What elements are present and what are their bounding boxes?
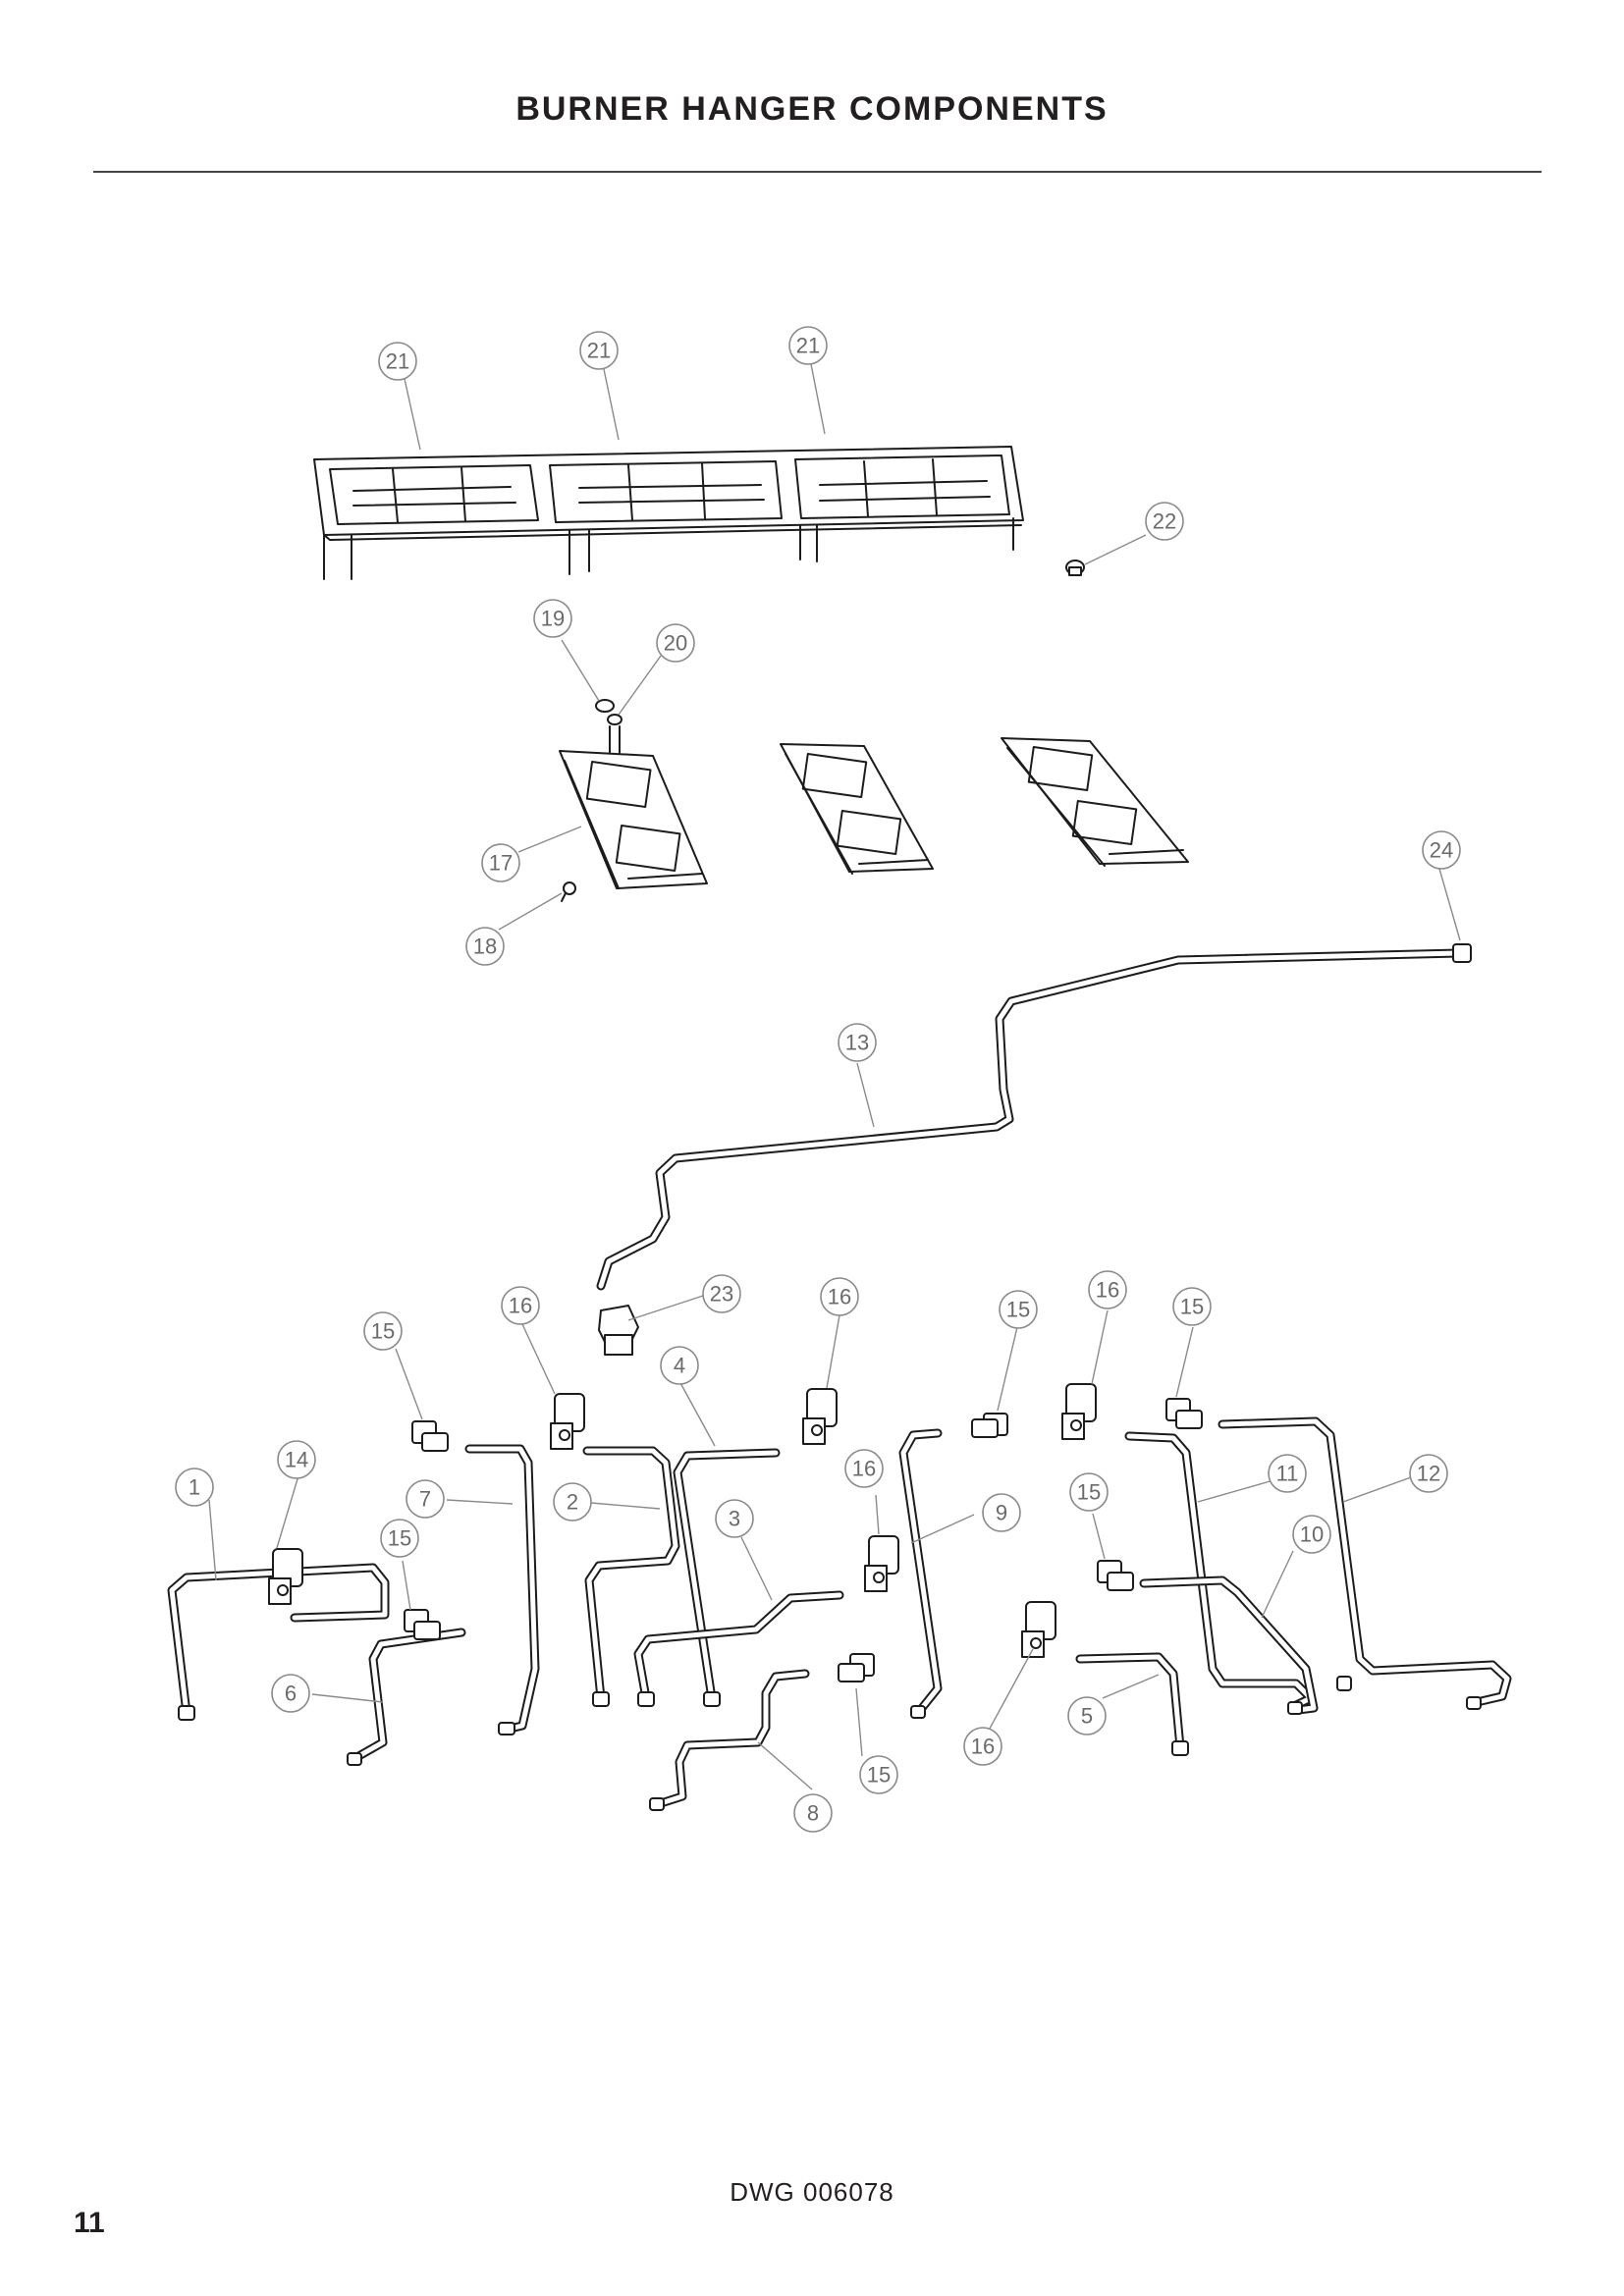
callout-number: 3 — [729, 1507, 740, 1531]
callout-number: 22 — [1153, 509, 1176, 534]
callout-17: 17 — [481, 843, 520, 882]
callout-21-middle: 21 — [579, 331, 619, 370]
callout-number: 23 — [710, 1282, 733, 1307]
callout-3: 3 — [715, 1499, 754, 1538]
callout-number: 19 — [541, 607, 565, 631]
callout-number: 15 — [388, 1526, 411, 1551]
inlet-fitting — [598, 1305, 639, 1356]
callout-number: 5 — [1081, 1704, 1093, 1729]
callout-21-right: 21 — [788, 326, 828, 365]
callout-number: 10 — [1300, 1522, 1324, 1547]
callout-number: 12 — [1417, 1462, 1440, 1486]
callout-number: 24 — [1430, 838, 1453, 863]
callout-13: 13 — [838, 1023, 877, 1062]
callout-22: 22 — [1145, 502, 1184, 541]
callout-number: 21 — [587, 339, 611, 363]
callout-21-left: 21 — [378, 342, 417, 381]
callout-number: 16 — [828, 1285, 851, 1309]
callout-15-c: 15 — [1172, 1287, 1212, 1326]
leader-lines — [208, 363, 1461, 1790]
callout-number: 2 — [567, 1490, 578, 1515]
callout-15-e: 15 — [380, 1519, 419, 1558]
grate-assembly — [313, 446, 1024, 580]
elbow-fittings — [404, 1398, 1203, 1682]
callout-number: 14 — [285, 1448, 308, 1472]
callout-number: 21 — [386, 349, 409, 374]
callout-number: 20 — [664, 631, 687, 656]
callout-9: 9 — [982, 1493, 1021, 1532]
main-gas-tube — [596, 943, 1472, 1291]
callout-15-a: 15 — [363, 1311, 403, 1351]
callout-number: 16 — [852, 1457, 876, 1481]
callout-16-b: 16 — [820, 1277, 859, 1316]
callout-1: 1 — [175, 1468, 214, 1507]
callout-number: 16 — [971, 1735, 995, 1759]
callout-16-a: 16 — [501, 1286, 540, 1325]
callout-14: 14 — [277, 1440, 316, 1479]
callout-10: 10 — [1292, 1515, 1331, 1554]
callout-16-e: 16 — [963, 1727, 1002, 1766]
page-number: 11 — [74, 2207, 105, 2239]
callout-7: 7 — [406, 1479, 445, 1519]
burner-hanger-middle — [780, 743, 934, 875]
page-title: BURNER HANGER COMPONENTS — [515, 90, 1109, 128]
callout-11: 11 — [1268, 1454, 1307, 1493]
title-rule — [93, 171, 1542, 173]
callout-number: 15 — [1180, 1295, 1204, 1319]
callout-number: 11 — [1276, 1462, 1299, 1486]
callout-number: 16 — [509, 1294, 532, 1318]
callout-6: 6 — [271, 1674, 310, 1713]
callout-15-b: 15 — [999, 1290, 1038, 1329]
callout-15-f: 15 — [859, 1755, 898, 1794]
drawing-number: DWG 006078 — [730, 2177, 894, 2207]
callout-number: 15 — [1006, 1298, 1030, 1322]
callout-number: 15 — [371, 1319, 395, 1344]
callout-5: 5 — [1067, 1696, 1107, 1735]
callout-number: 18 — [473, 934, 497, 959]
burner-tubes — [167, 1416, 1512, 1809]
callout-number: 9 — [996, 1501, 1007, 1525]
orifice-holders — [268, 1383, 1097, 1658]
callout-number: 6 — [285, 1682, 297, 1706]
callout-number: 16 — [1096, 1278, 1119, 1303]
callout-4: 4 — [660, 1346, 699, 1385]
burner-hanger-left — [559, 750, 708, 889]
callout-2: 2 — [553, 1482, 592, 1522]
callout-15-d: 15 — [1069, 1472, 1109, 1512]
callout-23: 23 — [702, 1274, 741, 1313]
callout-number: 7 — [419, 1487, 431, 1512]
callout-18: 18 — [465, 927, 505, 966]
callout-24: 24 — [1422, 830, 1461, 870]
callout-20: 20 — [656, 623, 695, 663]
callout-number: 21 — [796, 334, 820, 358]
callout-19: 19 — [533, 599, 572, 638]
callout-number: 13 — [845, 1031, 869, 1055]
callout-number: 1 — [189, 1475, 200, 1500]
callout-12: 12 — [1409, 1454, 1448, 1493]
callout-number: 15 — [867, 1763, 891, 1788]
callout-16-c: 16 — [1088, 1270, 1127, 1309]
callout-number: 15 — [1077, 1480, 1101, 1505]
burner-hanger-right — [1001, 737, 1189, 867]
screw-part — [561, 881, 576, 902]
clip-part — [1065, 560, 1085, 576]
callout-16-d: 16 — [844, 1449, 884, 1488]
callout-number: 17 — [489, 851, 513, 876]
callout-number: 8 — [807, 1801, 819, 1826]
tube-end-nuts — [178, 1676, 1482, 1811]
callout-number: 4 — [674, 1354, 685, 1378]
callout-8: 8 — [793, 1793, 833, 1833]
